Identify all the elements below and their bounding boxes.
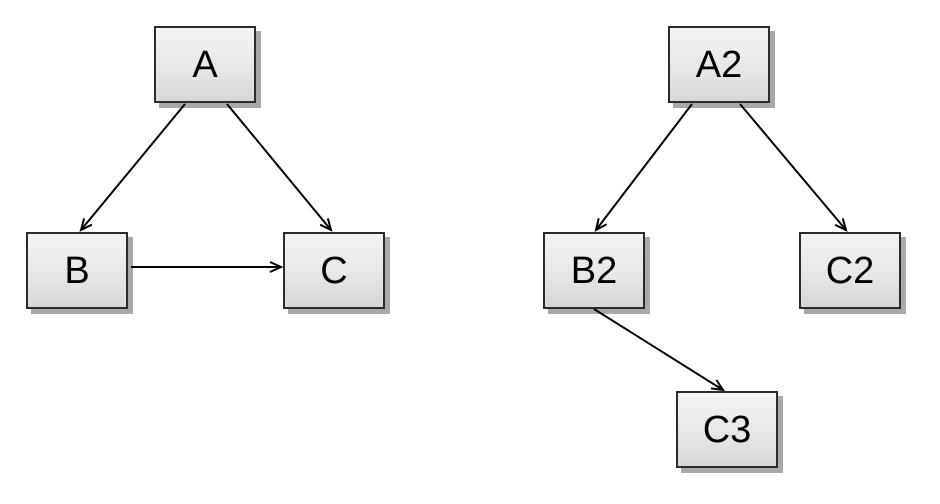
node-B-label: B [64,249,90,292]
node-C3[interactable]: C3 [676,391,778,468]
node-B2[interactable]: B2 [543,232,645,309]
edge-A-B [79,103,186,232]
edge-B2-C3 [593,308,726,392]
node-A[interactable]: A [154,26,256,103]
node-C[interactable]: C [283,232,385,309]
edge-A2-B2 [594,103,693,232]
node-B[interactable]: B [26,232,128,309]
edge-A2-C2 [739,103,848,232]
node-B2-label: B2 [570,249,618,292]
node-A2[interactable]: A2 [668,26,770,103]
node-C-label: C [320,249,348,292]
node-C3-label: C3 [702,408,752,451]
node-C2-label: C2 [825,249,875,292]
node-C2[interactable]: C2 [799,232,901,309]
node-A2-label: A2 [695,43,743,86]
edge-A-C [226,103,333,232]
node-A-label: A [192,43,218,86]
